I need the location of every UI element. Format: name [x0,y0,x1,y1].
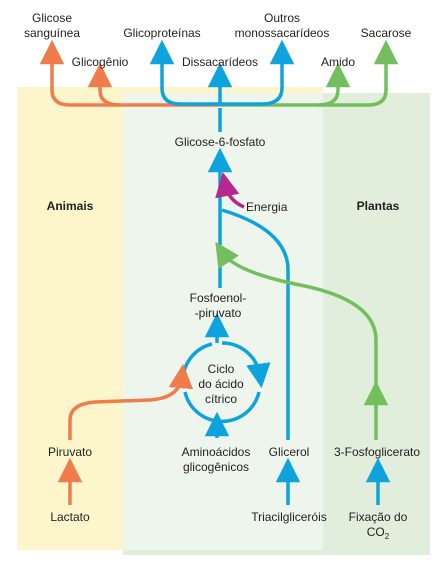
label-ciclo-line3: cítrico [205,392,237,406]
orange-piruvato-curve [68,363,194,440]
label-fixacao-line1: Fixação do [349,510,408,524]
label-outros-line1: Outros [264,11,300,25]
blue-glicerol-curve [221,208,290,440]
label-fosfoenol-line2: -piruvato [195,306,242,320]
label-ciclo-line2: do ácido [198,377,244,391]
green-fosfoglicerato-curve [215,241,378,386]
label-aminoacidos-line2: glicogênicos [183,460,249,474]
label-triacilglicerois: Triacilgliceróis [251,510,327,524]
blue-branch-glicoproteinas [149,39,220,106]
orange-branch-glicogenio [87,62,121,107]
blue-branch-outros [220,39,295,106]
label-glicose6fosfato: Glicose-6-fosfato [175,135,266,149]
label-piruvato: Piruvato [48,445,92,459]
green-branch-sacarose [220,39,399,107]
label-dissacarideos: Dissacarídeos [182,55,258,69]
label-fosfoglicerato: 3-Fosfoglicerato [334,445,420,459]
orange-branch-glicose [39,39,220,107]
label-co-subscript: 2 [385,532,390,541]
cycle-ring-right [221,341,271,389]
label-glicogenio: Glicogênio [72,55,129,69]
label-glicose-line1: Glicose [32,11,72,25]
shared-panel [123,93,323,550]
label-glicerol: Glicerol [269,445,310,459]
plants-region-label: Plantas [357,199,400,213]
label-sacarose: Sacarose [361,26,412,40]
energy-arrow [215,171,245,209]
label-fixacao-line2: CO2 [367,525,390,541]
label-energia: Energia [246,200,288,214]
label-aminoacidos-line1: Aminoácidos [182,445,251,459]
label-glicose-line2: sanguínea [24,26,80,40]
label-glicoproteinas: Glicoproteínas [123,26,200,40]
label-lactato: Lactato [50,510,90,524]
label-fosfoenol-line1: Fosfoenol- [190,291,247,305]
label-amido: Amido [321,55,355,69]
label-co: CO [367,525,385,539]
label-ciclo-line1: Ciclo [208,362,235,376]
label-outros-line2: monossacarídeos [235,26,330,40]
animals-region-label: Animais [47,199,94,213]
green-branch-amido [317,62,351,107]
